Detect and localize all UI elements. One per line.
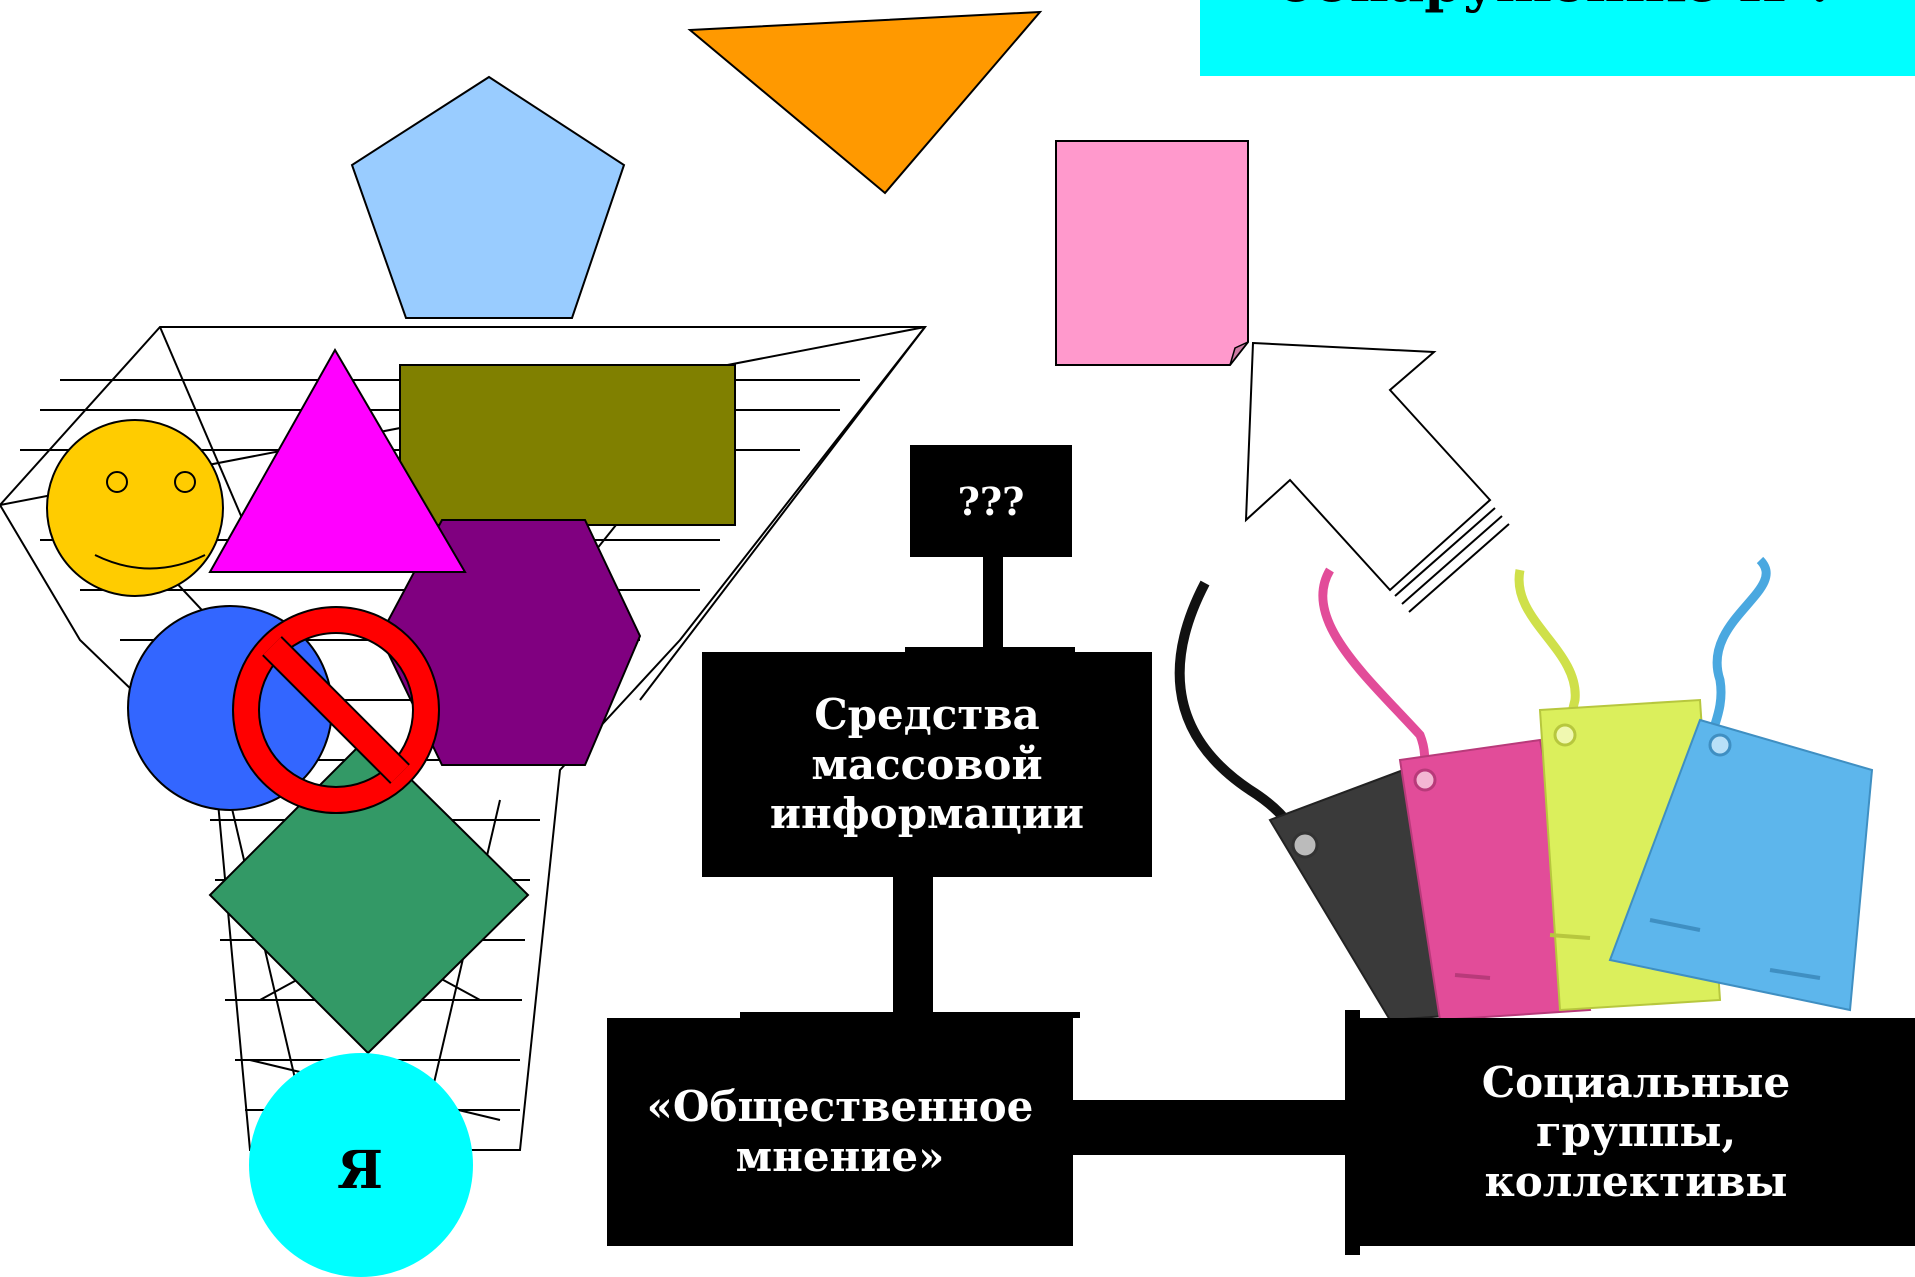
- self-circle-shape: [249, 1053, 473, 1277]
- social-groups-block: Социальные группы, коллективы: [1357, 1018, 1915, 1246]
- pentagon-shape: [350, 75, 626, 319]
- title-text: обнаружению Я ?: [1200, 0, 1915, 14]
- question-block: ???: [910, 445, 1072, 557]
- magenta-triangle-shape: [208, 347, 467, 573]
- olive-rectangle-shape: [399, 364, 736, 526]
- orange-triangle-shape: [687, 10, 1043, 195]
- luggage-tags-photo: [1174, 556, 1874, 1022]
- green-diamond-shape: [208, 735, 530, 1055]
- pink-note-shape: [1055, 140, 1249, 366]
- public-opinion-block: «Общественное мнение»: [607, 1018, 1073, 1246]
- smiley-face-shape: [46, 419, 224, 597]
- title-banner: обнаружению Я ?: [1200, 0, 1915, 76]
- prohibition-icon: [232, 606, 440, 814]
- connectors: [740, 550, 1360, 1255]
- outline-arrow-shape: [1244, 341, 1510, 613]
- media-block: Средства массовой информации: [702, 652, 1152, 877]
- self-label: Я: [337, 1139, 383, 1201]
